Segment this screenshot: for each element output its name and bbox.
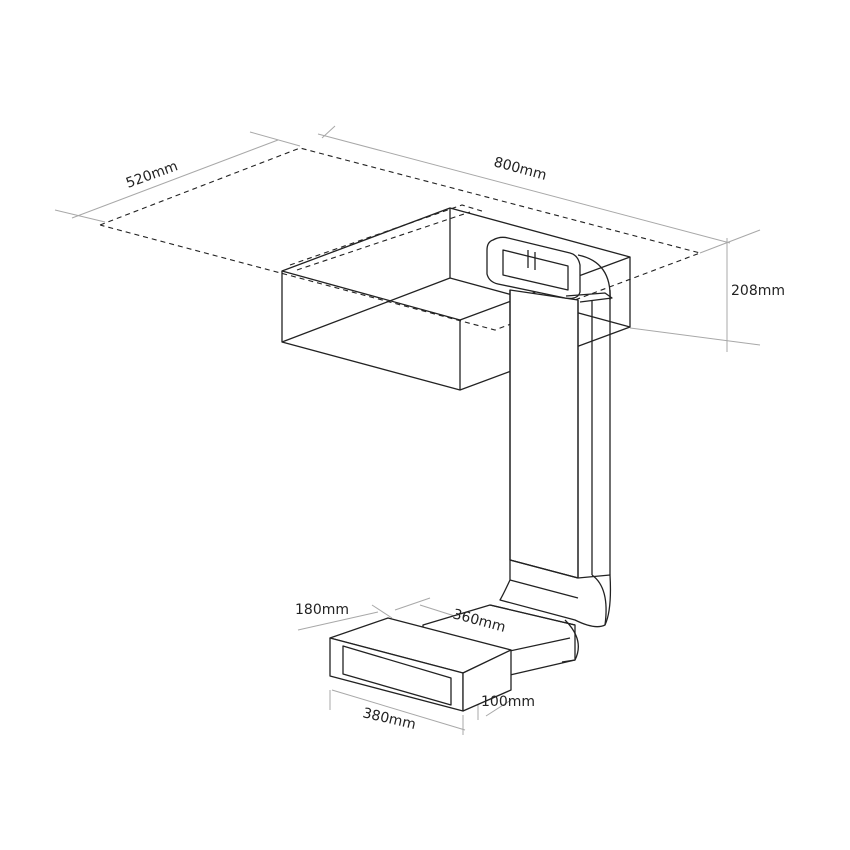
dimension-lines xyxy=(54,125,761,735)
label-outlet-height: 100mm xyxy=(481,694,535,710)
label-cooktop-width: 800mm xyxy=(492,154,548,183)
vertical-duct xyxy=(486,236,613,579)
label-unit-height: 208mm xyxy=(731,283,785,299)
label-cooktop-depth: 520mm xyxy=(124,158,180,192)
outlet-box xyxy=(329,617,512,712)
label-outlet-width: 380mm xyxy=(361,705,417,733)
cooktop-outline xyxy=(99,147,702,331)
label-outlet-depth: 180mm xyxy=(295,602,349,618)
